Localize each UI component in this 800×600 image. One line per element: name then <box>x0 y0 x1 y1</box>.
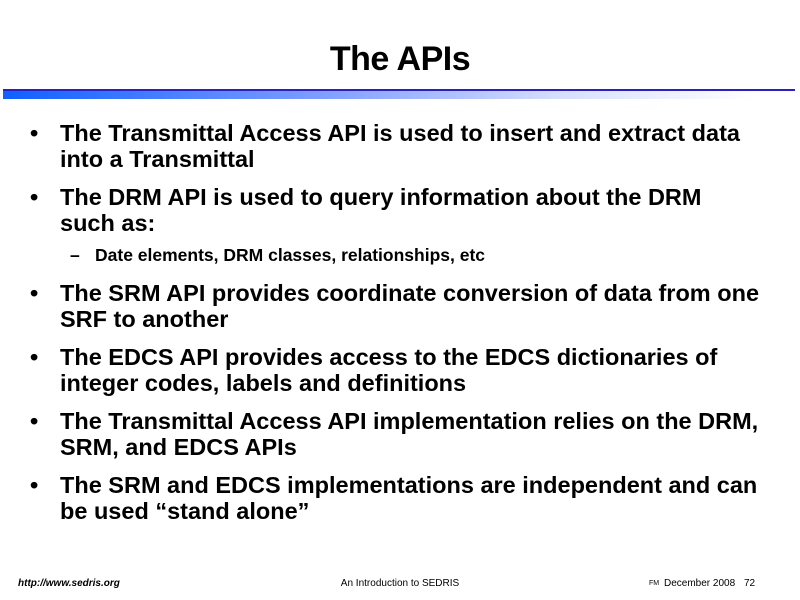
bullet-item: • The SRM API provides coordinate convers… <box>0 280 760 332</box>
bullet-glyph: • <box>30 280 39 306</box>
bullet-item: • The EDCS API provides access to the EDC… <box>0 344 760 396</box>
dash-glyph: – <box>70 245 80 265</box>
bullet-text: The Transmittal Access API implementatio… <box>60 408 759 460</box>
footer-title: An Introduction to SEDRIS <box>340 578 460 589</box>
sub-bullet-item: –Date elements, DRM classes, relationshi… <box>0 244 800 266</box>
footer-initials: FM <box>649 580 660 587</box>
bullet-glyph: • <box>30 344 39 370</box>
footer-url[interactable]: http://www.sedris.org <box>18 578 120 589</box>
bullet-glyph: • <box>30 120 39 146</box>
bullet-glyph: • <box>30 408 39 434</box>
slide-title: The APIs <box>329 40 471 78</box>
bullet-text: The EDCS API provides access to the EDCS… <box>60 344 718 396</box>
bullet-glyph: • <box>30 184 39 210</box>
bullet-item: • The Transmittal Access API implementati… <box>0 408 760 460</box>
bullet-item: • The Transmittal Access API is used to i… <box>0 120 760 172</box>
bullet-text: The SRM API provides coordinate conversi… <box>60 280 760 332</box>
bullet-item: • The SRM and EDCS implementations are in… <box>0 472 760 524</box>
bullet-list: • The Transmittal Access API is used to i… <box>0 120 800 536</box>
bullet-text: The SRM and EDCS implementations are ind… <box>60 472 758 524</box>
bullet-text: The Transmittal Access API is used to in… <box>60 120 740 172</box>
bullet-item: • The DRM API is used to query informatio… <box>0 184 760 236</box>
footer-date: December 2008 <box>664 578 736 589</box>
bullet-glyph: • <box>30 472 39 498</box>
bullet-text: The DRM API is used to query information… <box>60 184 702 236</box>
page-number: 72 <box>744 578 756 589</box>
title-divider <box>3 89 795 99</box>
sub-bullet-text: Date elements, DRM classes, relationship… <box>95 245 486 265</box>
